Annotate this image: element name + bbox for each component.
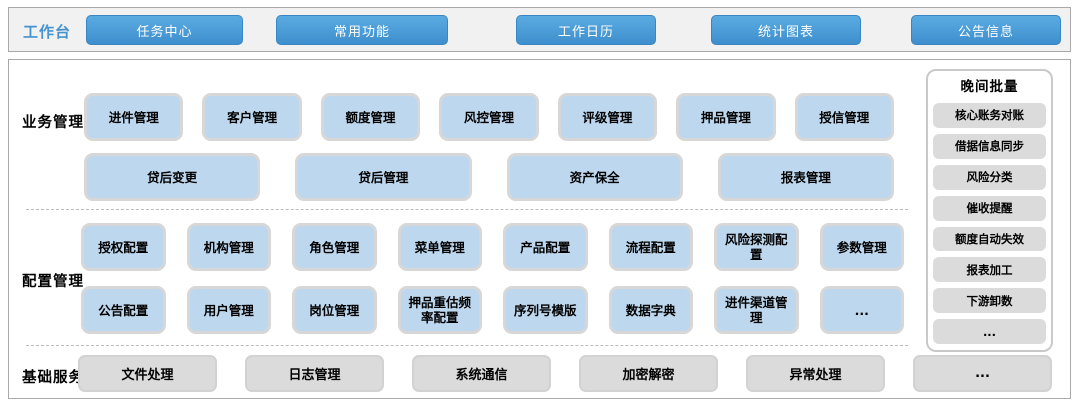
batch-item[interactable]: 风险分类: [933, 164, 1046, 190]
main-panel: 业务管理 配置管理 基础服务 进件管理 客户管理 额度管理 风控管理 评级管理 …: [8, 59, 1071, 399]
batch-item[interactable]: 报表加工: [933, 257, 1046, 283]
module-box[interactable]: 押品管理: [676, 93, 776, 141]
module-box[interactable]: 序列号模版: [503, 286, 588, 334]
module-box[interactable]: 进件渠道管理: [714, 286, 799, 334]
module-box[interactable]: 客户管理: [202, 93, 302, 141]
workbench-topbar: 工作台 任务中心 常用功能 工作日历 统计图表 公告信息: [8, 7, 1071, 52]
module-box[interactable]: 岗位管理: [292, 286, 377, 334]
module-box[interactable]: 机构管理: [186, 223, 271, 271]
nav-button-announcements[interactable]: 公告信息: [911, 15, 1061, 45]
nav-button-work-calendar[interactable]: 工作日历: [516, 15, 656, 45]
module-box[interactable]: 押品重估频率配置: [397, 286, 482, 334]
service-box[interactable]: 日志管理: [245, 355, 384, 392]
batch-item[interactable]: 下游卸数: [933, 288, 1046, 314]
module-box[interactable]: 进件管理: [84, 93, 184, 141]
batch-item[interactable]: 催收提醒: [933, 195, 1046, 221]
nav-button-statistics-charts[interactable]: 统计图表: [711, 15, 861, 45]
module-box[interactable]: 流程配置: [608, 223, 693, 271]
module-box[interactable]: 菜单管理: [397, 223, 482, 271]
module-box[interactable]: 额度管理: [320, 93, 421, 141]
module-box[interactable]: 用户管理: [186, 286, 271, 334]
module-box[interactable]: 贷后管理: [295, 153, 472, 201]
batch-item[interactable]: 核心账务对账: [933, 103, 1046, 128]
nav-button-common-functions[interactable]: 常用功能: [276, 15, 448, 45]
module-box[interactable]: 风险探测配置: [714, 223, 799, 271]
module-box[interactable]: 评级管理: [557, 93, 658, 141]
section-label-business: 业务管理: [22, 115, 84, 131]
module-box-more[interactable]: ...: [819, 286, 904, 334]
module-box[interactable]: 风控管理: [439, 93, 539, 141]
service-box[interactable]: 文件处理: [78, 355, 217, 392]
business-row-2: 贷后变更 贷后管理 资产保全 报表管理: [84, 153, 894, 201]
module-box[interactable]: 产品配置: [503, 223, 588, 271]
service-box[interactable]: 加密解密: [579, 355, 718, 392]
night-batch-title: 晚间批量: [960, 79, 1019, 95]
config-row-1: 授权配置 机构管理 角色管理 菜单管理 产品配置 流程配置 风险探测配置 参数管…: [81, 223, 904, 271]
section-label-basic: 基础服务: [22, 370, 84, 386]
basic-services-row: 文件处理 日志管理 系统通信 加密解密 异常处理 ...: [78, 355, 1052, 392]
business-row-1: 进件管理 客户管理 额度管理 风控管理 评级管理 押品管理 授信管理: [84, 93, 894, 141]
module-box[interactable]: 授信管理: [794, 93, 894, 141]
module-box[interactable]: 公告配置: [81, 286, 166, 334]
service-box-more[interactable]: ...: [913, 355, 1052, 392]
module-box[interactable]: 角色管理: [292, 223, 377, 271]
section-divider: [26, 345, 908, 346]
section-divider: [26, 209, 908, 210]
workbench-label: 工作台: [23, 23, 72, 41]
module-box[interactable]: 授权配置: [81, 223, 166, 271]
module-box[interactable]: 数据字典: [608, 286, 693, 334]
night-batch-panel: 晚间批量 核心账务对账 借据信息同步 风险分类 催收提醒 额度自动失效 报表加工…: [926, 69, 1053, 352]
service-box[interactable]: 系统通信: [412, 355, 551, 392]
section-label-config: 配置管理: [22, 274, 84, 290]
module-box[interactable]: 报表管理: [717, 153, 894, 201]
module-box[interactable]: 参数管理: [819, 223, 904, 271]
nav-button-task-center[interactable]: 任务中心: [86, 15, 243, 45]
batch-item[interactable]: 借据信息同步: [933, 133, 1046, 159]
config-row-2: 公告配置 用户管理 岗位管理 押品重估频率配置 序列号模版 数据字典 进件渠道管…: [81, 286, 904, 334]
batch-item[interactable]: 额度自动失效: [933, 226, 1046, 252]
service-box[interactable]: 异常处理: [746, 355, 885, 392]
module-box[interactable]: 资产保全: [506, 153, 683, 201]
batch-item-more[interactable]: ...: [933, 319, 1046, 344]
module-box[interactable]: 贷后变更: [84, 153, 261, 201]
